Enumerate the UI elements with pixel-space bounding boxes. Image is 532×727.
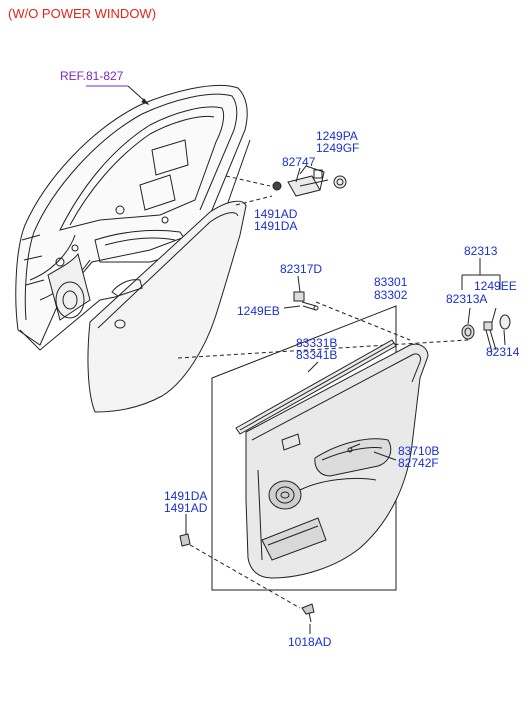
part-label-83331b[interactable]: 83331B (296, 336, 338, 350)
part-label-1491da-lower[interactable]: 1491DA (164, 489, 208, 503)
handle-cap-82313a (461, 324, 475, 340)
water-shield-sheet (87, 200, 247, 413)
part-label-83341b[interactable]: 83341B (296, 348, 338, 362)
door-trim-panel (245, 343, 429, 579)
screw-1249ee (483, 321, 497, 353)
part-label-1491ad-lower[interactable]: 1491AD (164, 501, 208, 515)
part-label-1249ee[interactable]: 1249EE (474, 279, 517, 293)
trim-panel-assembly-box (211, 305, 397, 591)
part-label-1249eb[interactable]: 1249EB (237, 304, 280, 318)
part-label-1249gf[interactable]: 1249GF (316, 141, 360, 155)
clip-1491da (179, 533, 191, 547)
part-label-83302[interactable]: 83302 (374, 288, 408, 302)
part-label-1491da-upper[interactable]: 1491DA (254, 219, 298, 233)
part-label-83710b[interactable]: 83710B (398, 444, 440, 458)
part-label-82317d[interactable]: 82317D (280, 262, 323, 276)
part-label-1018ad[interactable]: 1018AD (288, 635, 332, 649)
trim-clip-82317d (293, 291, 319, 311)
screw-1018ad (301, 603, 315, 623)
diagram-title: (W/O POWER WINDOW) (8, 6, 157, 21)
part-label-82314[interactable]: 82314 (486, 345, 520, 359)
cover-82314 (499, 314, 511, 330)
part-label-1491ad-upper[interactable]: 1491AD (254, 207, 298, 221)
weatherstrip-83331b (235, 339, 397, 435)
part-label-82313[interactable]: 82313 (464, 244, 498, 258)
part-label-1249pa[interactable]: 1249PA (316, 129, 358, 143)
bracket-82747 (272, 165, 347, 197)
door-frame (15, 85, 251, 351)
part-label-82742f[interactable]: 82742F (398, 456, 439, 470)
part-label-82313a[interactable]: 82313A (446, 292, 488, 306)
part-label-82747[interactable]: 82747 (282, 155, 316, 169)
part-label-83301[interactable]: 83301 (374, 275, 408, 289)
reference-label[interactable]: REF.81-827 (60, 69, 124, 83)
